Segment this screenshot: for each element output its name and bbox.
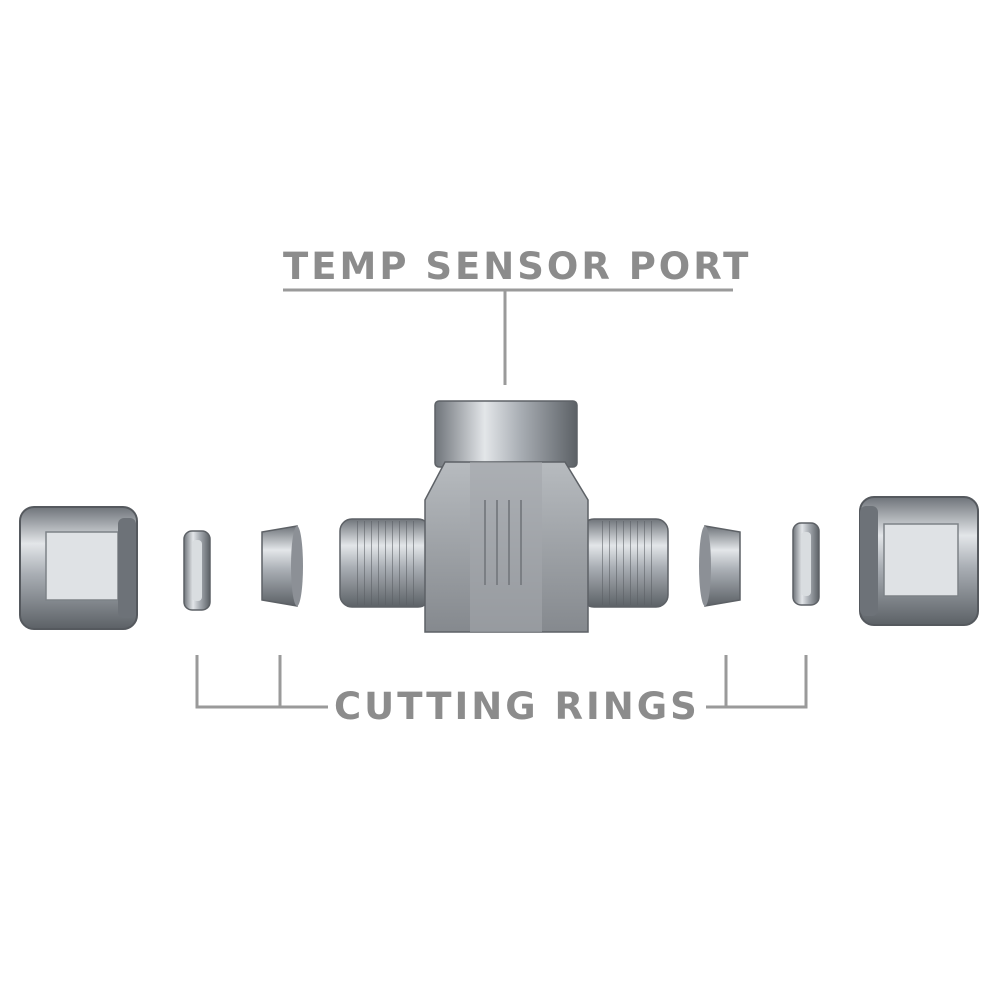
right-hex-nut: [859, 496, 979, 626]
left-ferrule: [261, 525, 303, 607]
tee-body: [339, 400, 669, 633]
left-cutting-ring: [183, 530, 211, 611]
temp-port-callout: [283, 288, 733, 385]
right-cutting-ring: [792, 522, 820, 606]
cutting-rings-label: CUTTING RINGS: [328, 688, 706, 725]
cutting-rings-callout: [195, 655, 808, 709]
right-ferrule: [699, 525, 741, 607]
temp-sensor-port-label: TEMP SENSOR PORT: [283, 245, 752, 288]
left-hex-nut: [19, 506, 138, 630]
